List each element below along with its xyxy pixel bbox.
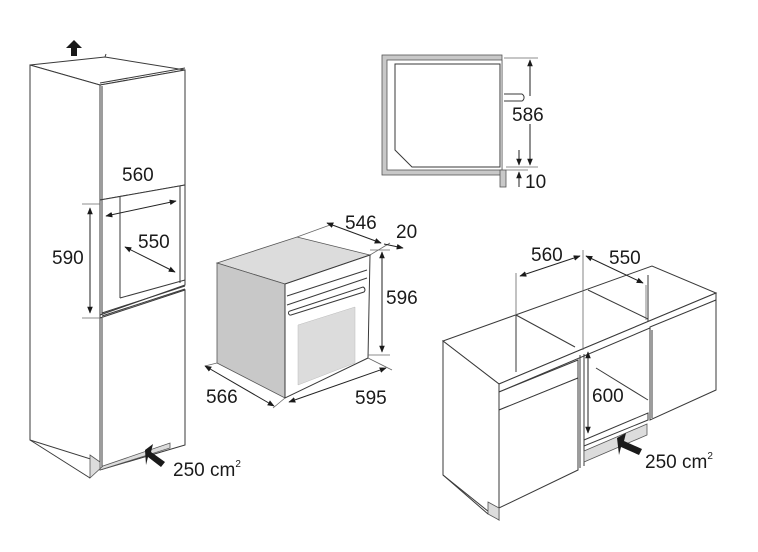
tall-cabinet-drawing: [29, 40, 186, 479]
gap-label: 10: [525, 172, 547, 193]
vent-arrow-icon: [617, 433, 642, 455]
tall-niche-height-label: 590: [52, 248, 84, 269]
vent-area-exp: 2: [235, 459, 241, 470]
oven-drawing: [204, 222, 404, 409]
tall-niche-width-label: 560: [122, 165, 154, 186]
vent-area-value: 250 cm: [173, 460, 236, 481]
tall-vent-area-label: 250 cm2: [173, 459, 241, 481]
vent-arrow-icon: [145, 444, 165, 467]
oven-depth-top-label: 546: [345, 213, 377, 234]
vent-area-exp: 2: [707, 451, 713, 462]
under-counter-drawing: [441, 250, 718, 522]
counter-vent-area-label: 250 cm2: [645, 451, 713, 473]
counter-niche-height-label: 600: [592, 386, 624, 407]
tall-niche-depth-label: 550: [138, 232, 170, 253]
vent-area-value: 250 cm: [645, 452, 708, 473]
counter-niche-width-label: 560: [531, 245, 563, 266]
door-thickness-label: 20: [396, 222, 418, 243]
oven-width-label: 595: [355, 388, 387, 409]
oven-side-depth-label: 566: [206, 387, 238, 408]
arrow-up-icon: [66, 40, 82, 56]
oven-height-label: 596: [386, 288, 418, 309]
counter-niche-depth-label: 550: [609, 248, 641, 269]
side-section-drawing: [381, 54, 538, 188]
oven-height-section-label: 586: [512, 105, 544, 126]
